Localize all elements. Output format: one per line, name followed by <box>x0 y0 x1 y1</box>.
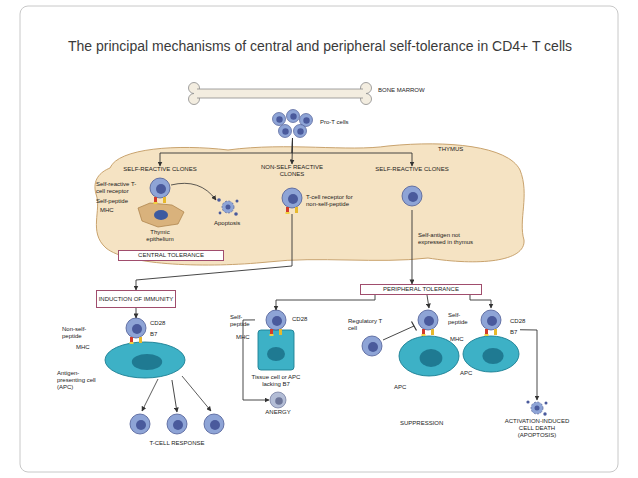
node-label: T-CELL RESPONSE <box>122 440 232 447</box>
box-label: INDUCTION OF IMMUNITY <box>99 296 174 303</box>
slide-title: The principal mechanisms of central and … <box>68 38 603 55</box>
connector-arrow <box>520 330 537 400</box>
node-label: APC <box>460 370 480 377</box>
node-label: APC <box>394 384 414 391</box>
pro-t-cell <box>279 125 292 138</box>
pro-t-cell <box>294 125 307 138</box>
apc-nucleus <box>420 349 443 367</box>
box-label: PERIPHERAL TOLERANCE <box>383 286 459 293</box>
node-label: THYMUS <box>438 146 488 153</box>
part-label: B7 <box>150 331 165 338</box>
part-label: CD28 <box>150 320 170 327</box>
part-label: SUPPRESSION <box>400 420 460 427</box>
node-label: ACTIVATION-INDUCED CELL DEATH (APOPTOSIS… <box>500 418 574 439</box>
connector-arrow <box>172 380 177 412</box>
part-label: B7 <box>510 329 525 336</box>
apc-body <box>105 342 185 378</box>
anergic-cell <box>270 392 286 408</box>
t-cell <box>418 310 438 330</box>
pro-t-cell <box>273 113 286 126</box>
part-label: BONE MARROW <box>378 87 438 94</box>
part-label: Self-peptide <box>230 314 256 328</box>
apoptotic-cell <box>526 400 547 415</box>
receptor-pair <box>422 329 435 336</box>
part-label: MHC <box>450 336 470 343</box>
connector-arrow <box>276 295 375 310</box>
t-cell <box>130 414 150 434</box>
part-label: MHC <box>236 334 256 341</box>
part-label: Self-peptide <box>448 312 474 326</box>
epithelium-nucleus <box>154 210 168 220</box>
part-label: Apoptosis <box>214 220 254 227</box>
inhibition-line <box>383 326 414 340</box>
tissue-nucleus <box>267 347 285 361</box>
receptor-pair <box>485 329 498 336</box>
connector-arrow <box>136 308 137 318</box>
connector-arrow <box>427 295 429 308</box>
thymus-outline <box>95 144 524 265</box>
part-label: Self-peptide <box>96 198 136 205</box>
part-label: T-cell receptor for non-self-peptide <box>306 194 362 208</box>
node-label: Pro-T cells <box>320 119 370 126</box>
t-cell <box>150 178 170 198</box>
tissue-body <box>258 330 294 370</box>
node-label: ANERGY <box>258 409 298 416</box>
t-cell <box>282 188 302 208</box>
apc-nucleus <box>482 348 503 364</box>
node-label: Tissue cell or APC lacking B7 <box>246 374 306 388</box>
process-box: CENTRAL TOLERANCE <box>118 250 224 261</box>
t-cell <box>167 414 187 434</box>
connector-arrow <box>411 210 412 284</box>
part-label: MHC <box>100 207 120 214</box>
response-arrow <box>142 379 158 411</box>
pro-t-cell <box>287 110 300 123</box>
part-label: Regulatory T cell <box>348 318 386 332</box>
apc-body <box>463 336 519 372</box>
part-label: Non-self-peptide <box>62 326 102 340</box>
bone <box>189 83 372 105</box>
connector-arrow <box>470 295 491 308</box>
apc-nucleus <box>132 354 162 370</box>
response-arrow <box>182 376 211 411</box>
inhibition-bar <box>412 322 417 331</box>
part-label: Self-reactive T-cell receptor <box>96 181 140 195</box>
node-label: SELF-REACTIVE CLONES <box>110 166 210 173</box>
slide-border <box>20 6 618 472</box>
part-label: CD28 <box>292 316 312 323</box>
part-label: Thymic epithelium <box>142 229 178 243</box>
box-label: CENTRAL TOLERANCE <box>138 252 204 259</box>
node-label: SELF-REACTIVE CLONES <box>364 166 460 173</box>
part-label: MHC <box>76 344 96 351</box>
process-box: PERIPHERAL TOLERANCE <box>360 284 482 295</box>
edge-label: Self-antigen not expressed in thymus <box>418 232 478 246</box>
t-cell <box>402 186 422 206</box>
t-cell <box>204 414 224 434</box>
t-cell <box>481 310 501 330</box>
regulatory-t-cell <box>362 336 382 356</box>
part-label: CD28 <box>510 318 530 325</box>
node-label: Antigen-presenting cell (APC) <box>57 370 107 391</box>
process-box: INDUCTION OF IMMUNITY <box>96 290 176 308</box>
node-label: NON-SELF REACTIVE CLONES <box>252 164 332 178</box>
t-cell <box>266 310 286 330</box>
t-cell <box>126 318 146 338</box>
